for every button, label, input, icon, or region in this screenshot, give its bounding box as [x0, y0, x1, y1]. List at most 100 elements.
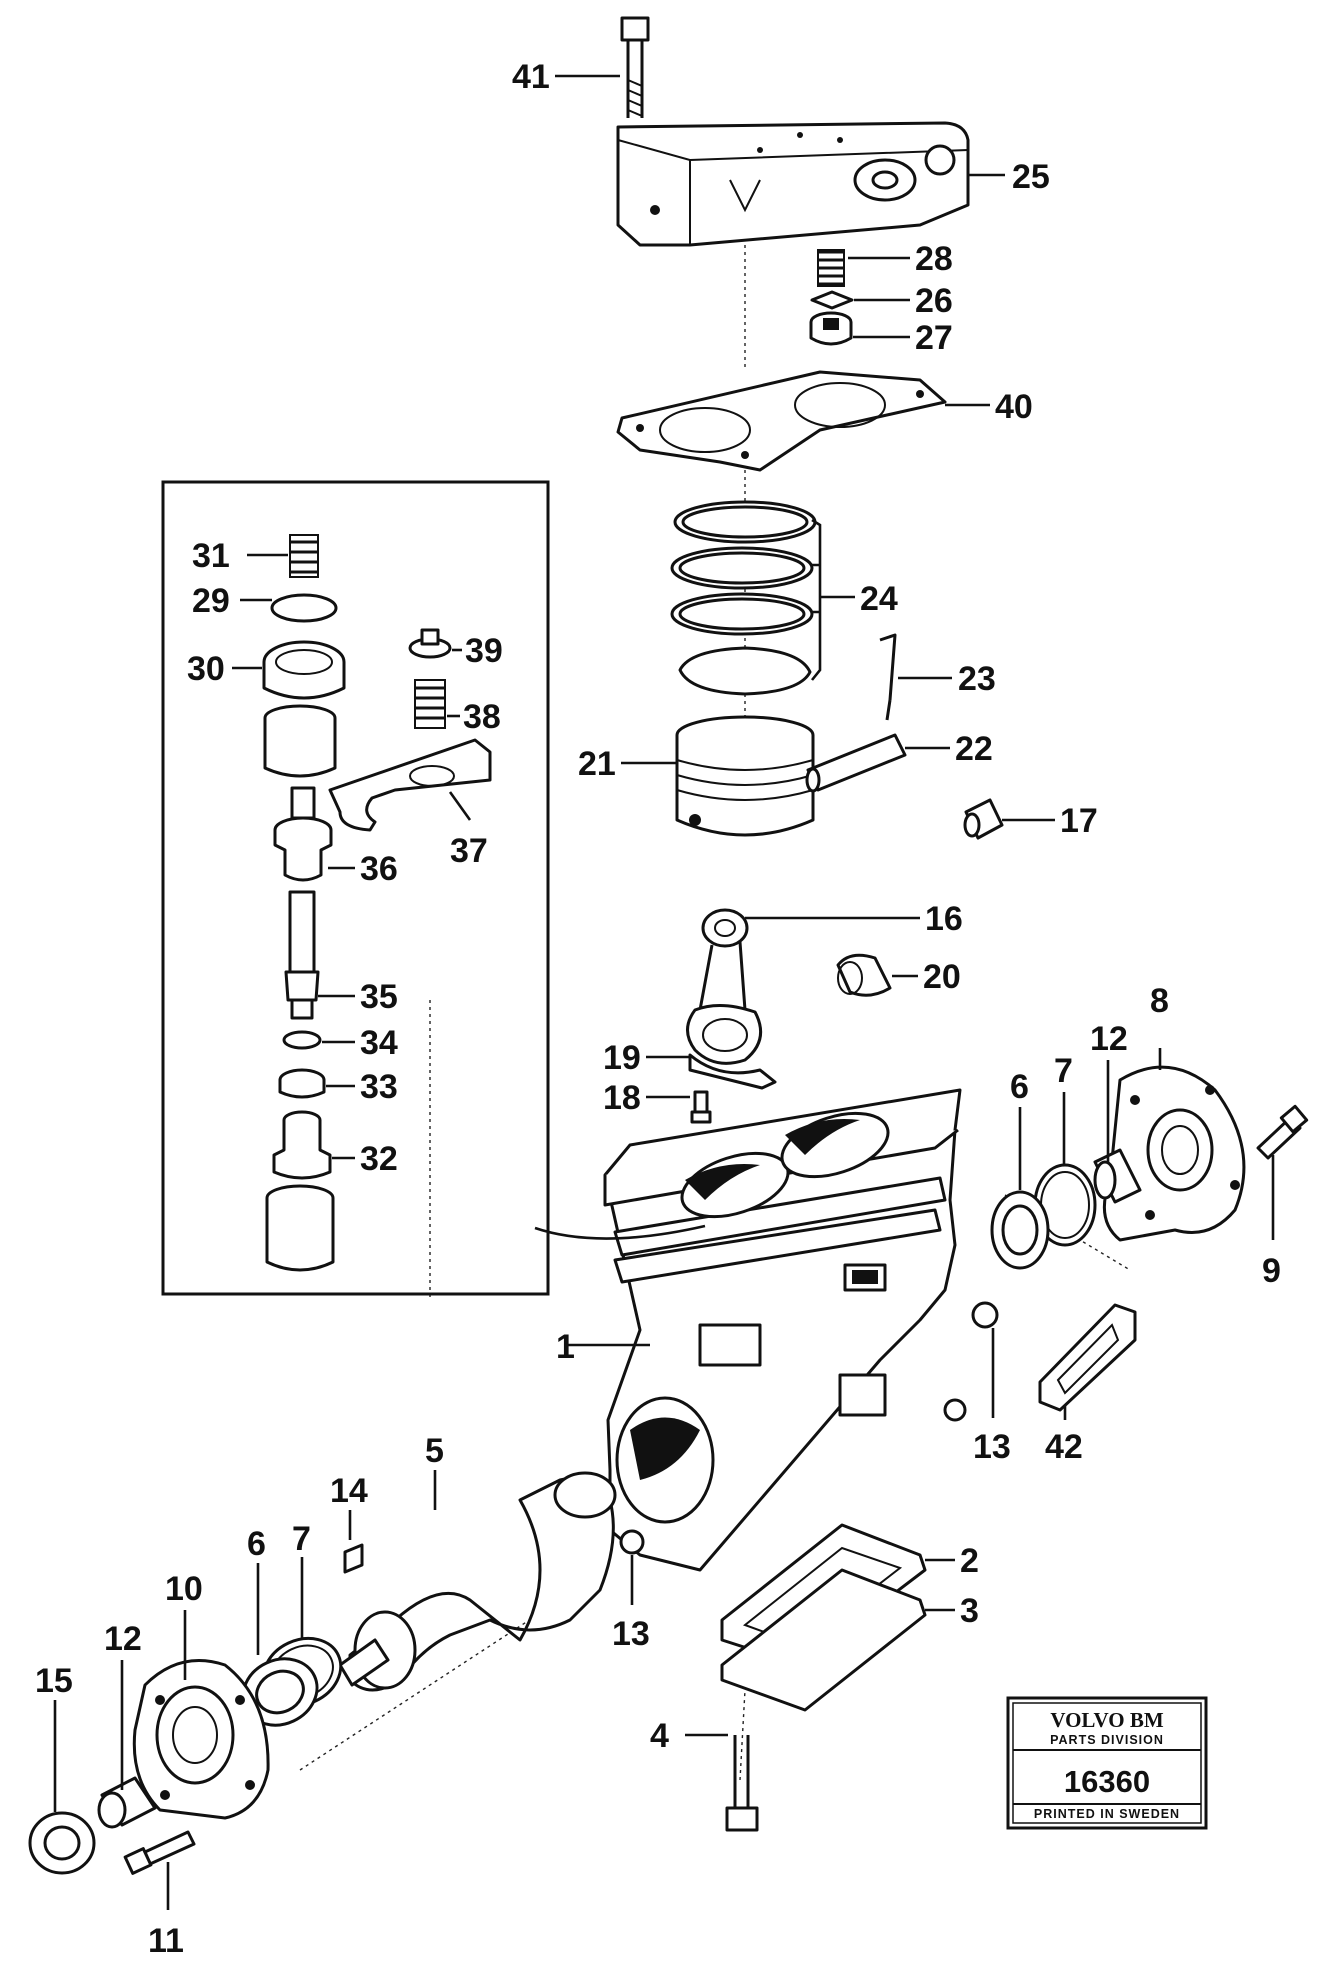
- part-3-bottom-cover: [720, 1568, 927, 1712]
- part-26-valve-plate: [810, 290, 854, 310]
- part-17-bushing: [963, 798, 1004, 840]
- part-41-bolt: [620, 16, 650, 118]
- label-15: 15: [35, 1662, 73, 1700]
- part-19-rod-cap: [688, 1053, 777, 1090]
- label-39: 39: [465, 632, 503, 670]
- part-24-piston-rings: [670, 500, 817, 696]
- part-8-end-cover: [1102, 1065, 1246, 1242]
- label-7-right: 7: [1054, 1052, 1073, 1090]
- part-1-crankcase: [603, 1088, 967, 1572]
- part-22-piston-pin: [805, 733, 907, 793]
- label-35: 35: [360, 978, 398, 1016]
- part-25-cylinder-head: [616, 121, 970, 247]
- part-6-seal-left: [241, 1657, 319, 1727]
- part-12-bushing-left: [97, 1776, 157, 1829]
- label-20: 20: [923, 958, 961, 996]
- part-18-rod-bolt: [690, 1090, 712, 1124]
- part-20-bearing: [836, 953, 892, 997]
- label-11: 11: [148, 1922, 184, 1960]
- part-15-seal-ring: [28, 1811, 96, 1875]
- part-39-cap: [408, 628, 452, 659]
- label-16: 16: [925, 900, 963, 938]
- part-30-clamp-ring: [262, 640, 346, 700]
- part-28-spring: [817, 249, 845, 287]
- part-13-plug-right: [971, 1301, 999, 1329]
- label-36: 36: [360, 850, 398, 888]
- part-16-connecting-rod: [686, 908, 763, 1065]
- part-27-valve-seat: [809, 311, 853, 346]
- part-29-disc: [270, 593, 338, 623]
- label-31: 31: [192, 537, 230, 575]
- label-4: 4: [650, 1717, 669, 1755]
- label-14: 14: [330, 1472, 368, 1510]
- label-40: 40: [995, 388, 1033, 426]
- label-25: 25: [1012, 158, 1050, 196]
- label-22: 22: [955, 730, 993, 768]
- part-34-o-ring: [282, 1030, 322, 1050]
- leader-lines: [53, 74, 1275, 1910]
- part-9-screw: [1256, 1104, 1309, 1160]
- label-6-left: 6: [247, 1525, 266, 1563]
- label-2: 2: [960, 1542, 979, 1580]
- part-12-bushing-right: [1093, 1148, 1142, 1204]
- part-36-valve-body: [273, 786, 333, 882]
- inset-bottom-cylinder: [265, 1184, 335, 1272]
- part-35-plunger: [284, 890, 320, 1020]
- inset-cylinder-cap: [263, 704, 337, 778]
- label-21: 21: [578, 745, 616, 783]
- part-number-labels: 41 25 28 26 27 40 24 23 22 21 17 16 20 1…: [35, 58, 1281, 1960]
- label-23: 23: [958, 660, 996, 698]
- stamp-division: PARTS DIVISION: [1050, 1733, 1164, 1747]
- label-32: 32: [360, 1140, 398, 1178]
- label-17: 17: [1060, 802, 1098, 840]
- label-26: 26: [915, 282, 953, 320]
- label-33: 33: [360, 1068, 398, 1106]
- part-21-piston: [675, 715, 815, 837]
- part-10-end-cover: [132, 1659, 270, 1820]
- part-13-plug-lower: [619, 1529, 645, 1555]
- part-31-spring: [289, 534, 319, 578]
- part-4-cover-bolt: [725, 1735, 759, 1832]
- label-41: 41: [512, 58, 550, 96]
- stamp-number: 16360: [1064, 1764, 1150, 1799]
- stamp-brand: VOLVO BM: [1050, 1708, 1163, 1732]
- label-12-left: 12: [104, 1620, 142, 1658]
- part-14-key: [343, 1543, 364, 1574]
- label-13-right: 13: [973, 1428, 1011, 1466]
- part-32-guide: [272, 1110, 332, 1180]
- part-11-screw: [123, 1830, 196, 1875]
- label-5: 5: [425, 1432, 444, 1470]
- unloader-valve-inset: [161, 480, 706, 1296]
- label-3: 3: [960, 1592, 979, 1630]
- label-30: 30: [187, 650, 225, 688]
- label-10: 10: [165, 1570, 203, 1608]
- volvo-bm-stamp: VOLVO BM PARTS DIVISION 16360 PRINTED IN…: [1006, 1696, 1208, 1830]
- label-38: 38: [463, 698, 501, 736]
- label-18: 18: [603, 1079, 641, 1117]
- label-19: 19: [603, 1039, 641, 1077]
- label-7-left: 7: [292, 1520, 311, 1558]
- label-8: 8: [1150, 982, 1169, 1020]
- part-38-spring: [414, 679, 446, 729]
- part-6-seal-right: [990, 1190, 1050, 1270]
- stamp-printed: PRINTED IN SWEDEN: [1034, 1807, 1180, 1821]
- label-12-right: 12: [1090, 1020, 1128, 1058]
- label-42: 42: [1045, 1428, 1083, 1466]
- label-6-right: 6: [1010, 1068, 1029, 1106]
- label-1: 1: [556, 1328, 575, 1366]
- part-33-washer: [278, 1068, 326, 1099]
- label-27: 27: [915, 319, 953, 357]
- label-13-lower: 13: [612, 1615, 650, 1653]
- part-37-lever-plate: [328, 738, 492, 832]
- label-37: 37: [450, 832, 488, 870]
- label-28: 28: [915, 240, 953, 278]
- label-34: 34: [360, 1024, 398, 1062]
- part-42-cover-gasket: [1038, 1303, 1137, 1412]
- part-23-circlip: [879, 633, 897, 721]
- part-40-head-gasket: [616, 370, 947, 472]
- part-5-crankshaft: [338, 1471, 617, 1692]
- label-24: 24: [860, 580, 898, 618]
- label-29: 29: [192, 582, 230, 620]
- label-9: 9: [1262, 1252, 1281, 1290]
